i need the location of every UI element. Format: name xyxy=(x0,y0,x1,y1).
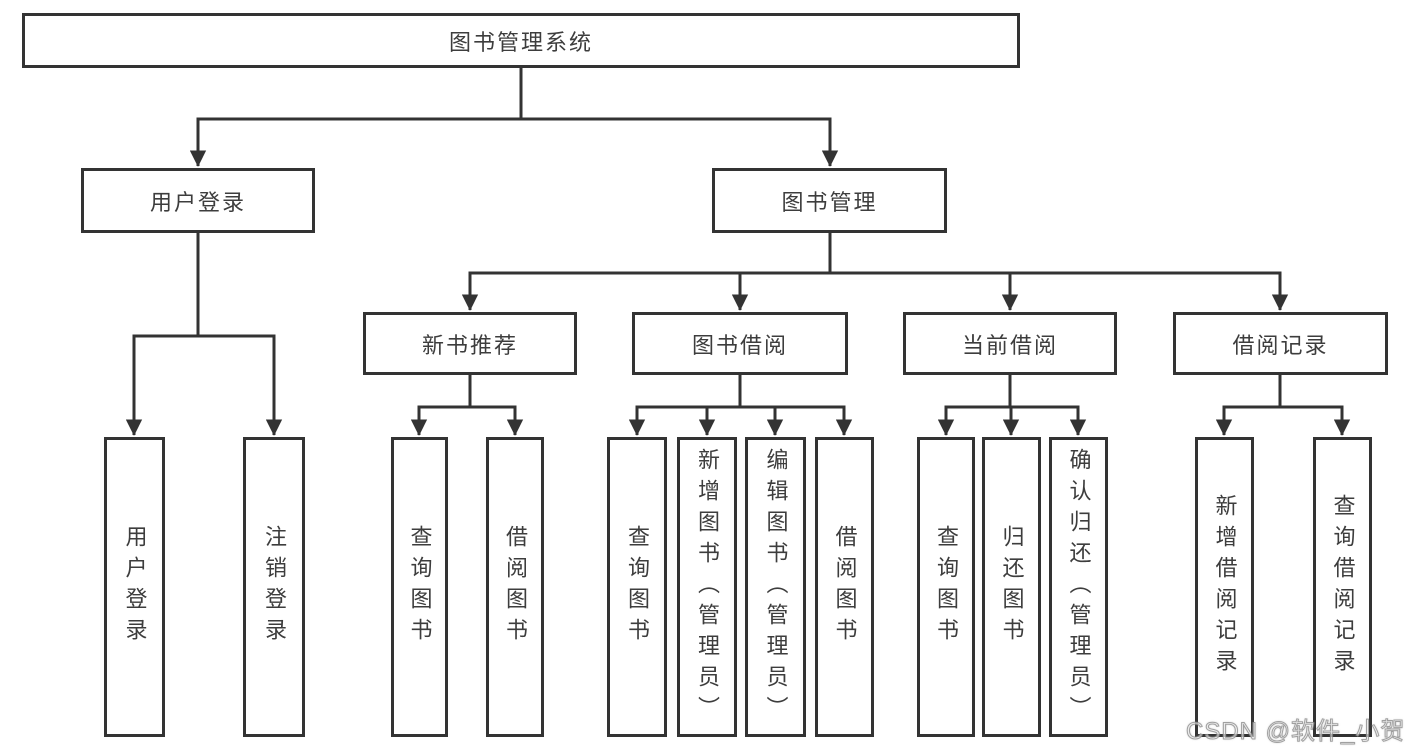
leaf-newrec-query-books: 查询图书 xyxy=(391,437,448,737)
node-book-borrow-label: 图书借阅 xyxy=(691,332,788,358)
node-new-book-rec: 新书推荐 xyxy=(363,312,577,375)
leaf-user-login-label: 用户登录 xyxy=(122,525,148,649)
leaf-borrow-add-books-admin-label: 新增图书（管理员） xyxy=(695,447,720,727)
arrow-to-user-login xyxy=(189,117,521,167)
leaf-newrec-borrow-books-label: 借阅图书 xyxy=(503,525,528,649)
arrow-current-borrow-leaf-2 xyxy=(1002,405,1020,436)
leaf-record-add-record: 新增借阅记录 xyxy=(1195,437,1254,737)
leaf-record-query-record-label: 查询借阅记录 xyxy=(1330,494,1356,680)
arrow-current-borrow-leaf-3 xyxy=(1010,405,1087,436)
arrow-to-user-login-leaf xyxy=(125,334,198,436)
leaf-borrow-edit-books-admin: 编辑图书（管理员） xyxy=(745,437,806,737)
node-book-management: 图书管理 xyxy=(712,168,947,233)
node-current-borrow-label: 当前借阅 xyxy=(961,332,1058,358)
leaf-borrow-edit-books-admin-label: 编辑图书（管理员） xyxy=(763,447,789,727)
leaf-newrec-query-books-label: 查询图书 xyxy=(407,525,433,649)
leaf-current-return-books: 归还图书 xyxy=(982,437,1041,737)
arrow-new-book-rec-leaf-1 xyxy=(410,405,470,436)
node-book-borrow: 图书借阅 xyxy=(632,312,848,375)
arrow-to-logout-leaf xyxy=(198,334,283,436)
arrow-book-borrow-leaf-3 xyxy=(740,405,784,436)
node-borrow-record-label: 借阅记录 xyxy=(1232,332,1329,358)
node-user-login-label: 用户登录 xyxy=(149,189,246,215)
node-root-label: 图书管理系统 xyxy=(448,29,593,55)
arrow-borrow-record-leaf-2 xyxy=(1280,405,1351,436)
arrow-book-borrow-leaf-1 xyxy=(628,405,740,436)
arrow-book-borrow-leaf-4 xyxy=(740,405,853,436)
leaf-borrow-borrow-books-label: 借阅图书 xyxy=(832,525,858,649)
arrow-to-book-borrow xyxy=(731,271,830,311)
leaf-record-query-record: 查询借阅记录 xyxy=(1313,437,1372,737)
leaf-current-return-books-label: 归还图书 xyxy=(999,525,1025,649)
arrow-to-borrow-record xyxy=(830,271,1289,311)
arrow-to-book-management xyxy=(521,117,839,167)
arrow-to-current-borrow xyxy=(830,271,1019,311)
arrow-new-book-rec-leaf-2 xyxy=(470,405,524,436)
leaf-current-confirm-return-admin: 确认归还（管理员） xyxy=(1049,437,1108,737)
leaf-current-confirm-return-admin-label: 确认归还（管理员） xyxy=(1066,447,1092,727)
leaf-user-login: 用户登录 xyxy=(104,437,165,737)
arrow-borrow-record-leaf-1 xyxy=(1215,405,1280,436)
leaf-borrow-query-books: 查询图书 xyxy=(607,437,667,737)
leaf-newrec-borrow-books: 借阅图书 xyxy=(486,437,544,737)
watermark: CSDN @软件_小贺同学 xyxy=(1185,718,1405,746)
node-new-book-rec-label: 新书推荐 xyxy=(421,332,518,358)
node-user-login: 用户登录 xyxy=(81,168,315,233)
arrow-book-borrow-leaf-2 xyxy=(698,405,740,436)
node-current-borrow: 当前借阅 xyxy=(903,312,1117,375)
arrow-to-new-book-rec xyxy=(461,271,830,311)
leaf-current-query-books-label: 查询图书 xyxy=(934,525,959,649)
arrow-current-borrow-leaf-1 xyxy=(937,405,1010,436)
leaf-logout-label: 注销登录 xyxy=(262,525,287,649)
leaf-logout: 注销登录 xyxy=(243,437,305,737)
leaf-borrow-add-books-admin: 新增图书（管理员） xyxy=(677,437,737,737)
leaf-record-add-record-label: 新增借阅记录 xyxy=(1212,494,1238,680)
node-root: 图书管理系统 xyxy=(22,13,1020,68)
leaf-current-query-books: 查询图书 xyxy=(917,437,975,737)
node-borrow-record: 借阅记录 xyxy=(1173,312,1388,375)
leaf-borrow-query-books-label: 查询图书 xyxy=(625,525,650,649)
leaf-borrow-borrow-books: 借阅图书 xyxy=(815,437,874,737)
node-book-management-label: 图书管理 xyxy=(781,189,878,215)
